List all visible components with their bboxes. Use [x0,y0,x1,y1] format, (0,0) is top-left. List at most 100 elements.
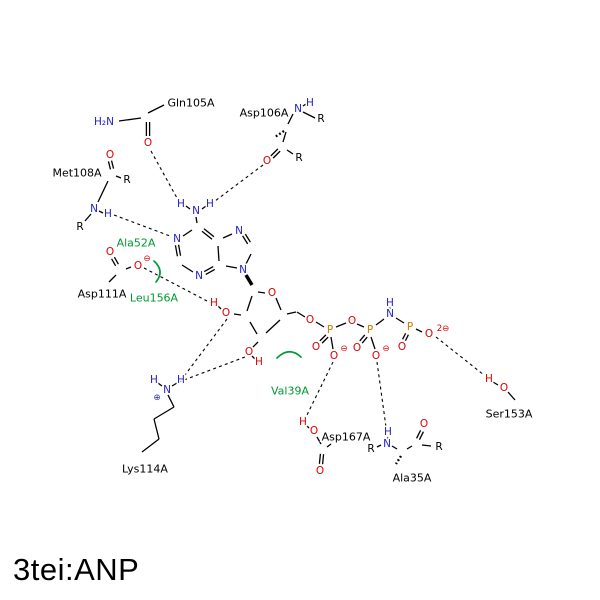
atom-label: H [104,208,112,220]
bond-double [418,431,425,441]
atom-label: N [192,205,200,217]
bond-double [415,429,422,439]
atom-label: H [306,97,314,109]
residue-label: Ser153A [486,408,533,421]
bond [286,311,297,315]
bond-double [272,150,281,159]
bond [330,336,334,350]
atom-label: H [210,297,218,309]
atom-label: H [386,297,394,309]
bond [287,113,294,125]
residue-label: Lys114A [122,463,168,476]
atom-label: O [330,350,338,362]
residue-label: Met108A [52,167,102,180]
atom-label: O [500,382,508,394]
bond-hash-wedge [274,130,285,138]
bond-double [110,160,115,169]
atom-label: N [173,233,181,245]
atom-label: O [144,137,152,149]
atom-label: O [353,342,361,354]
hydrogen-bond [435,336,485,376]
bond-double [244,233,251,243]
atom-label: O [106,149,114,161]
bond [153,418,160,440]
bond [421,444,432,447]
bond [233,313,242,316]
atom-label: O [222,307,230,319]
atom-label: R [317,113,324,125]
bond-double [205,268,216,275]
bond [375,318,385,326]
atom-label: O [263,155,271,167]
atom-label: N [239,264,247,276]
bond [141,438,160,453]
bond [125,266,132,270]
hydrophobic-residue-label: Val39A [271,385,309,398]
atom-label: P [327,324,333,336]
atom-label: O [420,418,428,430]
atom-label: O [372,350,380,362]
bond [171,382,178,387]
atom-label: H [150,374,158,386]
bond [406,445,413,450]
atom-label: N [386,308,394,320]
atom-label: O [316,465,324,477]
atom-label: H [177,198,185,210]
atom-label: O [425,328,433,340]
bond [147,104,165,114]
bond-double [174,245,179,257]
bond [395,317,405,324]
bond-hash-wedge [394,455,403,465]
bond [316,436,322,445]
bond [282,131,287,143]
bond [315,321,325,328]
bond [97,180,109,203]
bond [225,265,238,269]
atom-label: O [306,314,314,326]
atom-label: H₂N [94,116,114,128]
bond [246,295,253,312]
bond [376,444,382,448]
atom-label: N [195,270,203,282]
bond [326,443,332,448]
atom-label: N [163,384,171,396]
atom-label: O [268,287,276,299]
atom-label: P [367,324,373,336]
bond [153,406,175,420]
atom-label: H [485,373,493,385]
bond [251,355,256,360]
bond [335,322,347,328]
hydrogen-bond [150,150,178,199]
bond [185,205,191,210]
bond [201,205,207,210]
bond [305,424,310,429]
atom-label: O [312,341,320,353]
bond [167,394,175,408]
bond [252,341,259,348]
bond-double [107,161,112,170]
atom-label: N [235,225,243,237]
residue-label: Asp167A [322,431,371,444]
bond [195,216,198,224]
atom-label: R [367,443,374,455]
bond [275,297,282,311]
atom-label: H [206,198,214,210]
bond [182,229,193,237]
atom-label: O [398,341,406,353]
bond [415,328,423,333]
residue-label: Ala35A [393,472,432,485]
bond [217,245,220,262]
bond [98,210,104,214]
bond [370,336,376,350]
bond [386,436,389,441]
bond-double [359,334,366,342]
atom-label: O [245,346,253,358]
bond [181,264,194,273]
bond [492,381,499,386]
bond [245,253,252,265]
atom-label: R [76,221,83,233]
residue-label: Asp106A [240,107,289,120]
bond-double [242,235,249,245]
hydrogen-bond [175,356,246,384]
